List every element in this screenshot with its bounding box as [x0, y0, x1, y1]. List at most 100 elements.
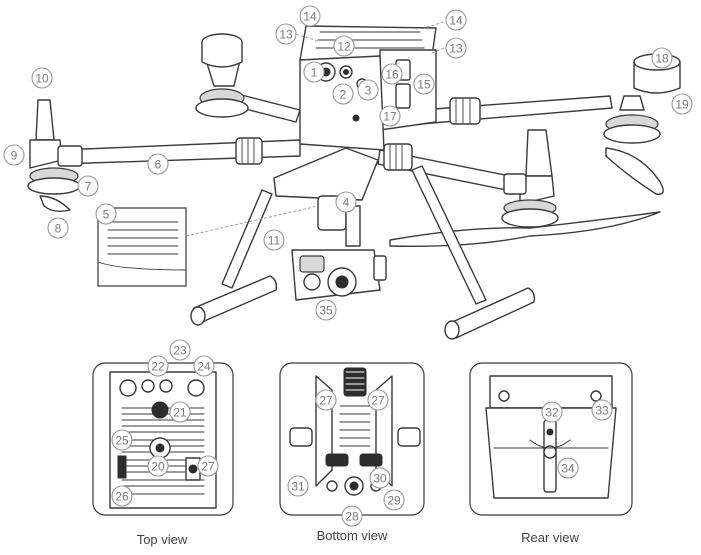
callout-c14b: 14: [445, 9, 467, 31]
callout-number: 29: [387, 494, 401, 508]
callout-c19: 19: [671, 93, 693, 115]
callout-number: 27: [201, 460, 215, 474]
rear-view-panel: [469, 362, 633, 516]
callout-circle: [341, 505, 363, 527]
callout-c12: 12: [333, 35, 355, 57]
callout-c13b: 13: [445, 37, 467, 59]
callout-c28: 28: [341, 505, 363, 527]
callout-circle: [333, 35, 355, 57]
callout-number: 27: [371, 394, 385, 408]
callout-circle: [169, 401, 191, 423]
callout-c17: 17: [379, 105, 401, 127]
callout-circle: [111, 485, 133, 507]
callout-number: 6: [155, 158, 162, 172]
callout-circle: [357, 79, 379, 101]
callout-number: 18: [655, 52, 669, 66]
callout-number: 27: [319, 394, 333, 408]
callout-c27c: 27: [367, 389, 389, 411]
arm-lock-front-left: [235, 137, 263, 165]
callout-c29: 29: [383, 489, 405, 511]
leader-line-c14b: [423, 21, 445, 29]
callout-number: 24: [197, 360, 211, 374]
callout-c11: 11: [263, 229, 285, 251]
callout-number: 5: [103, 208, 110, 222]
callout-number: 28: [345, 510, 359, 524]
callout-number: 32: [545, 406, 559, 420]
callout-circle: [367, 389, 389, 411]
callout-number: 30: [373, 472, 387, 486]
callout-circle: [315, 389, 337, 411]
callout-c9: 9: [3, 144, 25, 166]
callout-c25: 25: [111, 429, 133, 451]
callout-c33: 33: [591, 399, 613, 421]
callout-c27b: 27: [315, 389, 337, 411]
callout-number: 15: [417, 78, 431, 92]
callout-c20: 20: [147, 455, 169, 477]
callout-number: 22: [151, 360, 165, 374]
callout-circle: [591, 399, 613, 421]
callout-circle: [413, 73, 435, 95]
callout-circle: [541, 401, 563, 423]
callout-c13a: 13: [275, 23, 297, 45]
callout-circle: [275, 23, 297, 45]
callout-number: 35: [319, 304, 333, 318]
callout-circle: [147, 153, 169, 175]
callout-number: 20: [151, 460, 165, 474]
callout-c32: 32: [541, 401, 563, 423]
callout-c34: 34: [557, 457, 579, 479]
callout-c30: 30: [369, 467, 391, 489]
callout-c14a: 14: [299, 5, 321, 27]
landing-gear-right: [411, 165, 487, 305]
callout-number: 8: [55, 222, 62, 236]
callout-circle: [263, 229, 285, 251]
callout-c6: 6: [147, 153, 169, 175]
arm-rear-right: [419, 95, 613, 125]
callout-circle: [369, 467, 391, 489]
arm-lock-rear-right: [449, 97, 481, 125]
callout-circle: [111, 429, 133, 451]
callout-c27a: 27: [197, 455, 219, 477]
callout-circle: [287, 475, 309, 497]
callout-circle: [169, 339, 191, 361]
propeller-rear-right: [605, 147, 664, 195]
callout-c7: 7: [77, 175, 99, 197]
callout-circle: [31, 67, 53, 89]
arm-front-left: [59, 139, 301, 165]
callout-circle: [95, 203, 117, 225]
callout-number: 4: [343, 196, 350, 210]
callout-c2: 2: [332, 83, 354, 105]
arm-lock-front-right: [383, 143, 413, 171]
callout-circle: [193, 355, 215, 377]
callout-c8: 8: [47, 217, 69, 239]
callout-circle: [651, 47, 673, 69]
callout-circle: [445, 9, 467, 31]
callout-circle: [557, 457, 579, 479]
callout-circle: [332, 83, 354, 105]
callout-c22: 22: [147, 355, 169, 377]
landing-gear-left: [221, 189, 273, 289]
antenna-front-right: [525, 129, 553, 177]
callout-c1: 1: [303, 61, 325, 83]
bottom-view-caption: Bottom view: [317, 528, 388, 543]
callout-number: 2: [340, 88, 347, 102]
leader-line-c13b: [429, 47, 445, 55]
callout-circle: [303, 61, 325, 83]
callout-c3: 3: [357, 79, 379, 101]
callout-c4: 4: [335, 191, 357, 213]
callout-c26: 26: [111, 485, 133, 507]
callout-number: 10: [35, 72, 49, 86]
callout-circle: [299, 5, 321, 27]
callout-number: 25: [115, 434, 129, 448]
rear-view-caption: Rear view: [521, 530, 579, 545]
callout-circle: [379, 105, 401, 127]
gimbal-mount: [273, 147, 379, 201]
callout-number: 3: [365, 84, 372, 98]
callout-number: 17: [383, 110, 397, 124]
callout-number: 21: [173, 406, 187, 420]
callout-number: 14: [303, 10, 317, 24]
callout-number: 1: [311, 66, 318, 80]
callout-number: 13: [449, 42, 463, 56]
callout-number: 14: [449, 14, 463, 28]
callout-circle: [445, 37, 467, 59]
